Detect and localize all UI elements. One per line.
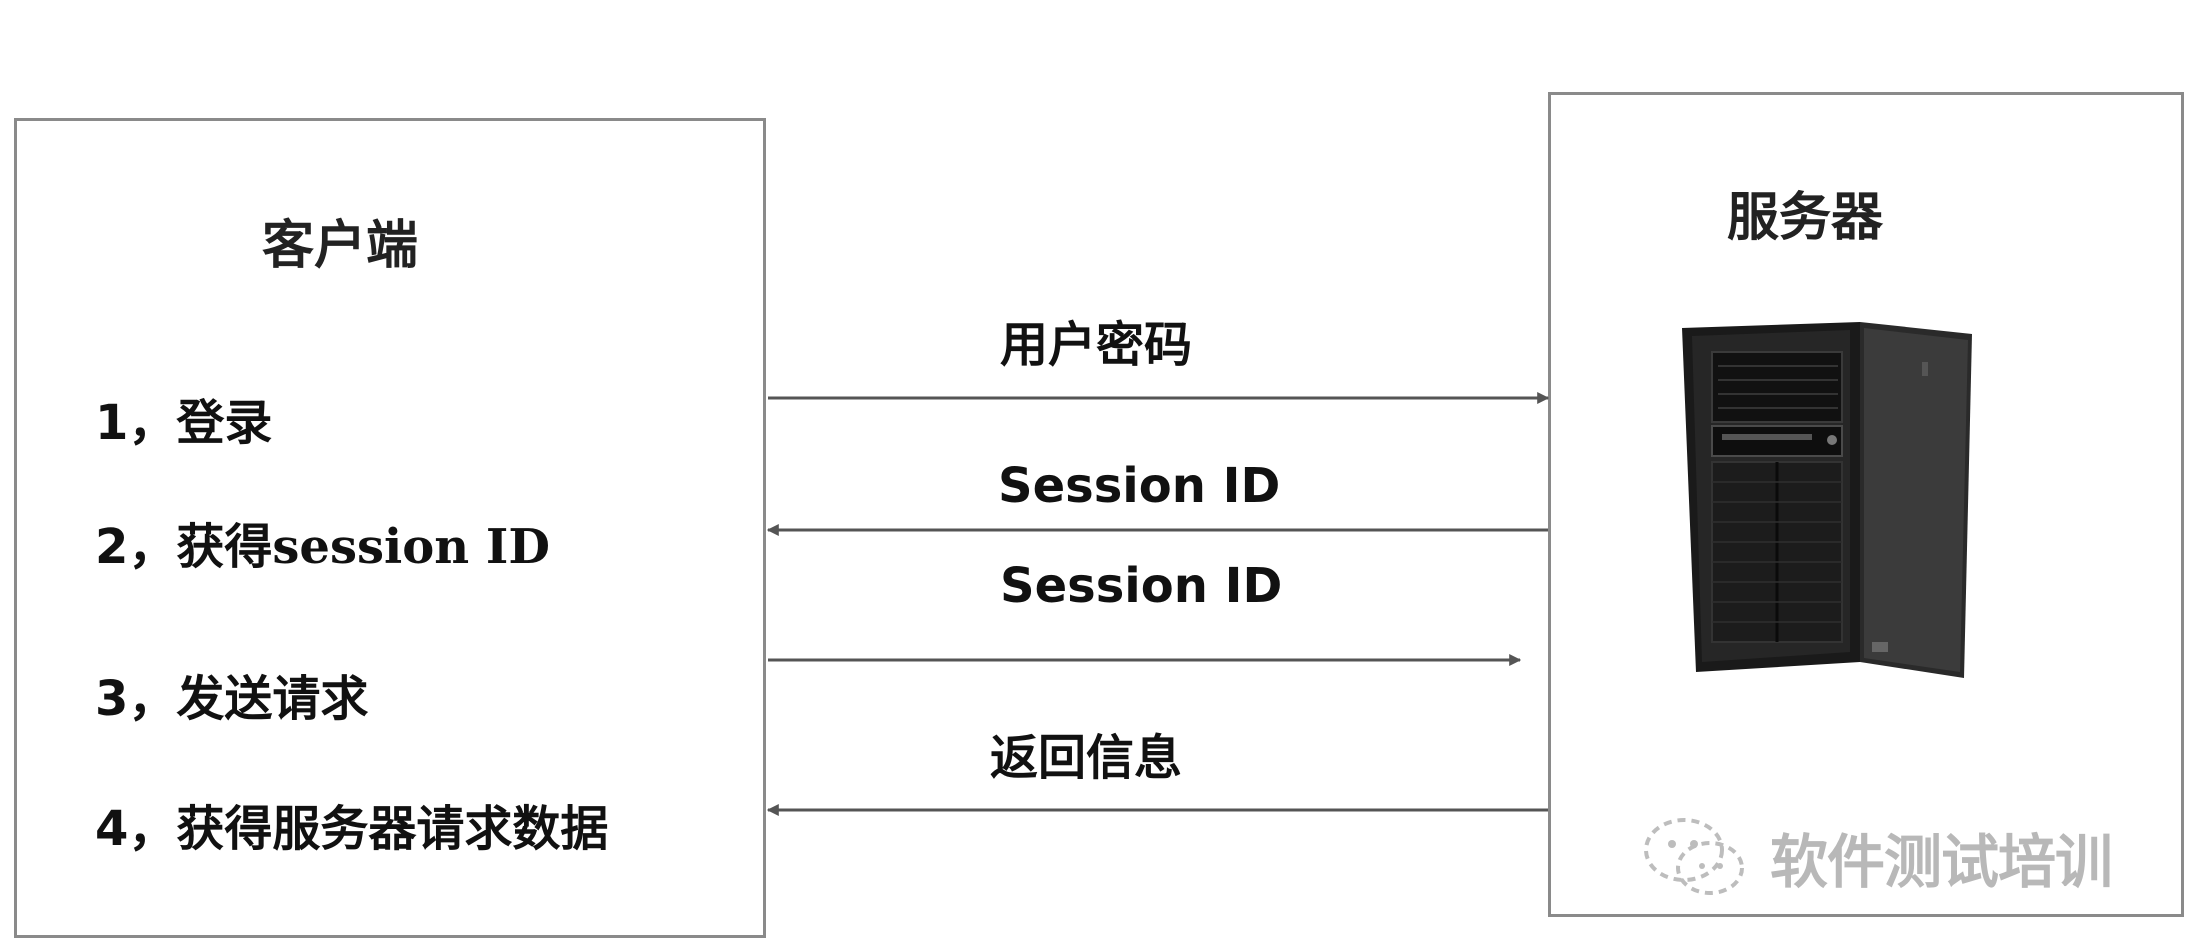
wechat-icon — [1640, 812, 1750, 902]
server-tower-icon — [1682, 322, 1972, 684]
step-number: 3， — [95, 671, 176, 727]
client-step-1: 1，登录 — [95, 383, 272, 453]
client-step-3: 3，发送请求 — [95, 659, 368, 729]
step-text: 登录 — [176, 395, 272, 451]
step-number: 2， — [95, 519, 176, 575]
client-step-2: 2，获得session ID — [95, 507, 550, 577]
step-number: 1， — [95, 395, 176, 451]
client-title: 客户端 — [262, 203, 418, 278]
message-label-return-info: 返回信息 — [990, 718, 1182, 788]
server-title: 服务器 — [1727, 175, 1883, 250]
client-box: 客户端 1，登录 2，获得session ID 3，发送请求 4，获得服务器请求… — [14, 118, 766, 938]
client-step-4: 4，获得服务器请求数据 — [95, 789, 608, 859]
step-text: 获得session ID — [176, 519, 550, 575]
message-label-credentials: 用户密码 — [1000, 305, 1192, 375]
step-text: 发送请求 — [176, 671, 368, 727]
message-label-session-id-return: Session ID — [998, 458, 1280, 514]
watermark-text: 软件测试培训 — [1770, 815, 2112, 899]
step-text: 获得服务器请求数据 — [176, 801, 608, 857]
step-number: 4， — [95, 801, 176, 857]
watermark: 软件测试培训 — [1640, 812, 2112, 902]
message-label-session-id-send: Session ID — [1000, 558, 1282, 614]
